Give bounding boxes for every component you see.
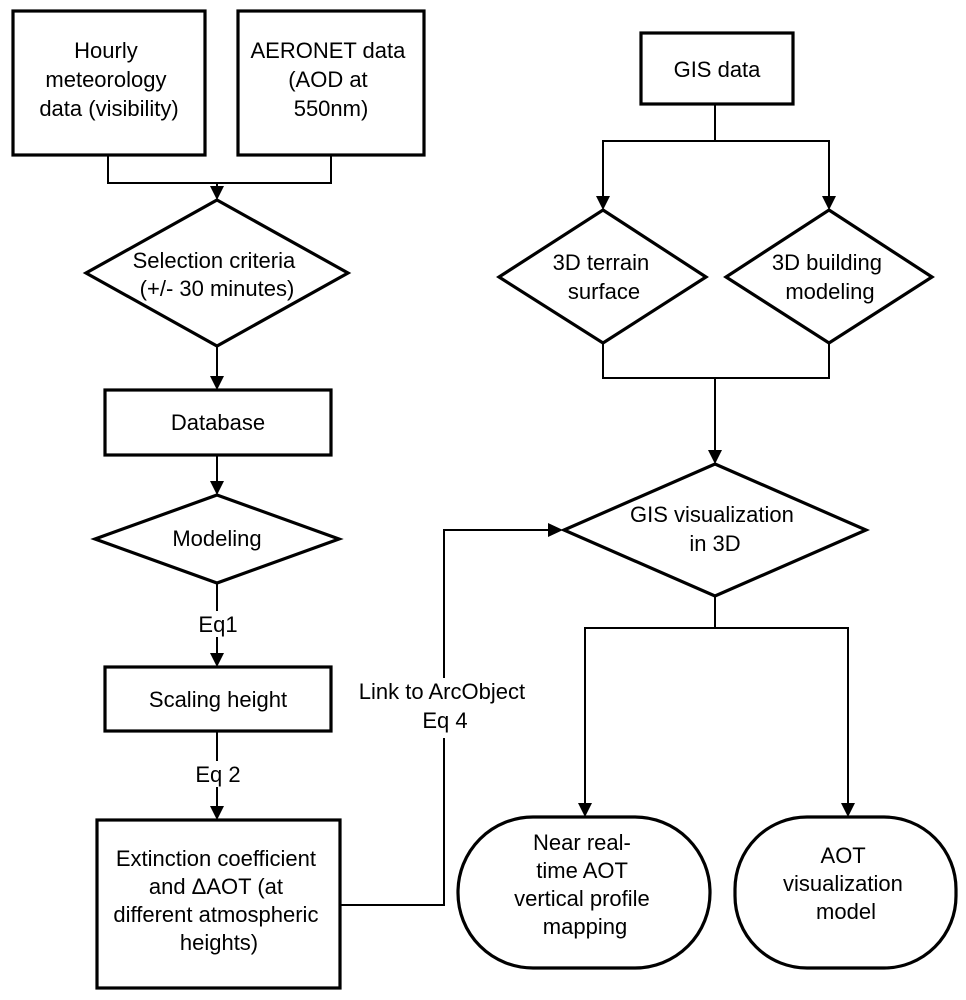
connector-meteorology-merge: [107, 155, 217, 184]
aot-visualization-model-label: AOT visualization model: [783, 843, 909, 924]
database-label: Database: [171, 410, 265, 435]
building-modeling-label: 3D building modeling: [772, 250, 888, 304]
connector-building-merge: [715, 343, 830, 379]
arrowhead-visualization-model: [841, 803, 855, 817]
eq1-label-background: [190, 611, 246, 637]
arrowhead-scaling: [210, 653, 224, 667]
eq2-label: Eq 2: [195, 762, 240, 787]
gis-data-box: [639, 31, 795, 106]
hourly-meteorology-box: [11, 9, 207, 157]
aot-profile-mapping-terminal: [456, 815, 712, 970]
modeling-diamond: [90, 493, 344, 585]
link-arcobject-label: Link to ArcObject Eq 4: [359, 679, 531, 733]
hourly-meteorology-label: Hourly meteorology data (visibility): [39, 38, 178, 121]
arrowhead-modeling: [210, 481, 224, 495]
aot-profile-mapping-label: Near real- time AOT vertical profile map…: [514, 830, 656, 939]
connector-visualization-split-right: [715, 627, 849, 805]
gis-visualization-label: GIS visualization in 3D: [630, 502, 800, 556]
aeronet-data-label: AERONET data (AOD at 550nm): [250, 38, 411, 121]
connector-gis-data-split-right: [715, 140, 830, 198]
extinction-coefficient-box: [95, 818, 342, 990]
connector-gis-data-split: [602, 104, 716, 198]
edge-labels: Eq1 Eq 2 Link to ArcObject Eq 4: [186, 611, 540, 787]
scaling-height-box: [103, 665, 333, 733]
arrowhead-building: [822, 196, 836, 210]
aeronet-data-box: [236, 9, 426, 157]
selection-criteria-diamond: [82, 198, 352, 348]
aot-visualization-model-terminal: [733, 815, 958, 970]
arrowhead-extinction: [210, 806, 224, 820]
scaling-height-label: Scaling height: [149, 687, 287, 712]
gis-data-label: GIS data: [674, 57, 762, 82]
node-labels: Hourly meteorology data (visibility) AER…: [39, 38, 909, 955]
link-arcobject-label-background: [350, 678, 540, 738]
connector-visualization-split: [584, 596, 716, 805]
eq2-label-background: [186, 761, 250, 787]
building-modeling-diamond: [723, 208, 935, 345]
terrain-surface-diamond: [496, 208, 709, 345]
arrowhead-profile-mapping: [578, 803, 592, 817]
eq1-label: Eq1: [198, 612, 237, 637]
terrain-surface-label: 3D terrain surface: [553, 250, 656, 304]
selection-criteria-label: Selection criteria (+/- 30 minutes): [133, 248, 302, 301]
arrowhead-gis-visualization-top: [708, 450, 722, 464]
arrowhead-terrain: [596, 196, 610, 210]
database-box: [103, 388, 333, 457]
arrowhead-database: [210, 376, 224, 390]
connector-terrain-merge: [602, 343, 715, 379]
extinction-coefficient-label: Extinction coefficient and ΔAOT (at diff…: [113, 846, 324, 955]
arrowhead-gis-visualization-left: [548, 523, 563, 537]
arrowhead-selection: [210, 186, 224, 200]
modeling-label: Modeling: [172, 526, 261, 551]
connector-aeronet-merge: [217, 155, 332, 184]
gis-visualization-diamond: [560, 462, 870, 598]
nodes: [11, 9, 958, 990]
